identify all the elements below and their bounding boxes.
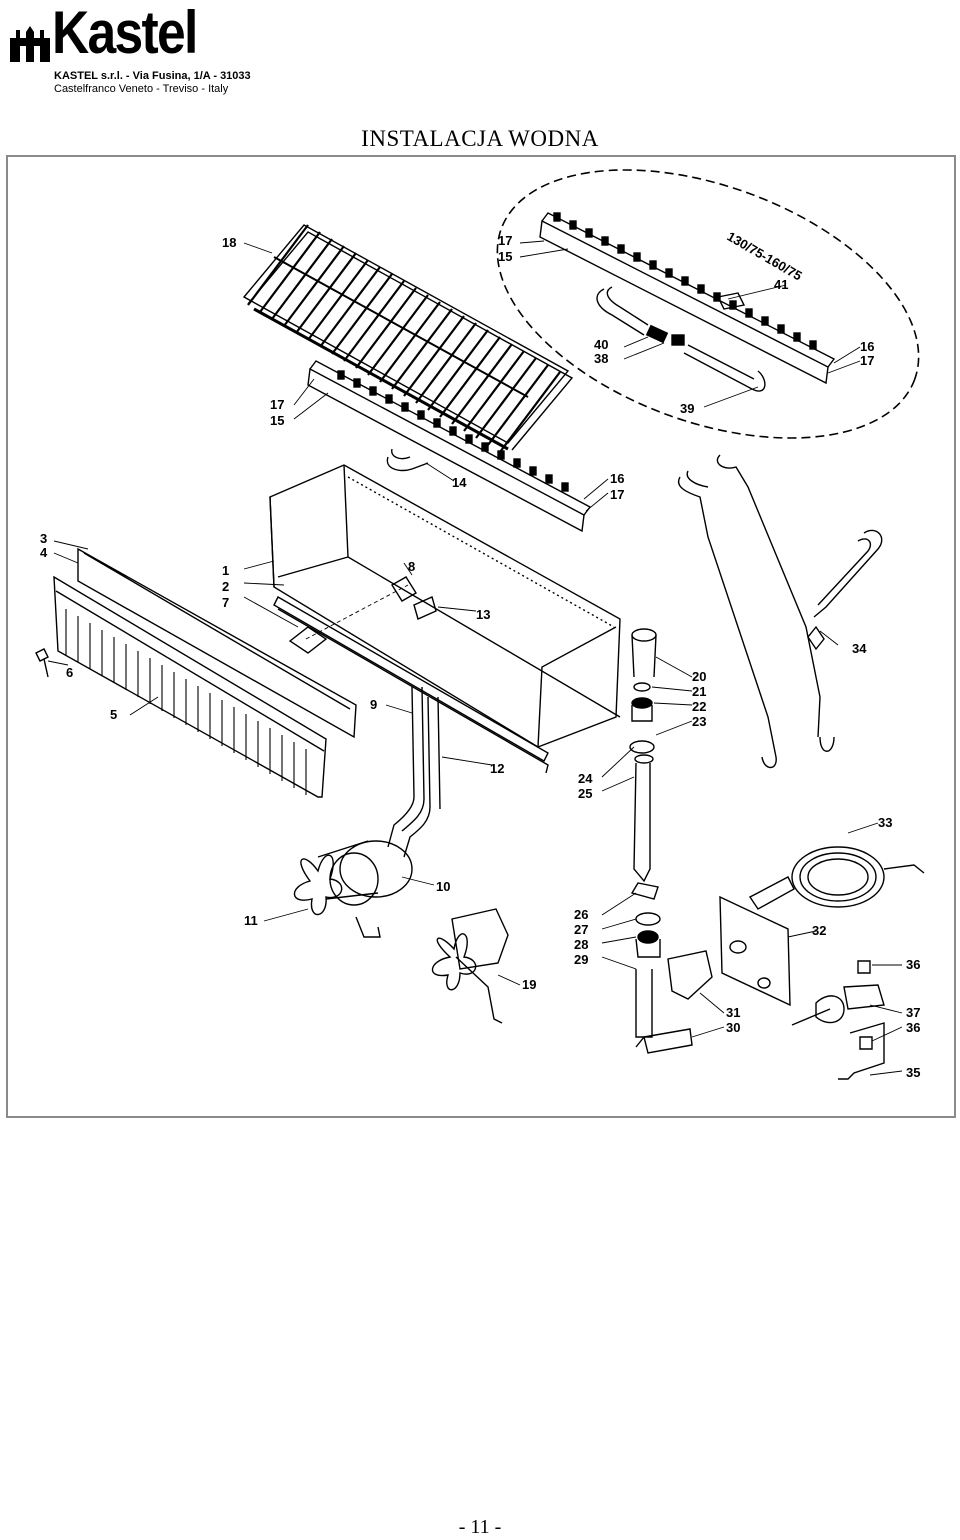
- fitting-part-36a: [857, 960, 871, 974]
- part-label-29: 29: [574, 952, 588, 967]
- part-label-17: 17: [610, 487, 624, 502]
- part-label-1: 1: [222, 563, 229, 578]
- fan-blade-part-19: [431, 933, 477, 991]
- elbow-part-14: [386, 448, 429, 472]
- screw-part-6: [35, 648, 49, 678]
- part-label-36: 36: [906, 1020, 920, 1035]
- part-label-15: 15: [498, 249, 512, 264]
- rod-part: [791, 1008, 831, 1026]
- control-panel-part-32: [719, 895, 791, 1007]
- part-label-38: 38: [594, 351, 608, 366]
- pipe-part-41: [716, 292, 746, 310]
- part-label-14: 14: [452, 475, 467, 490]
- part-label-12: 12: [490, 761, 504, 776]
- logo-wordmark: Kastel: [52, 0, 198, 66]
- page-title: INSTALACJA WODNA: [361, 126, 599, 151]
- panel-hole-2: [757, 977, 771, 989]
- part-label-34: 34: [852, 641, 867, 656]
- part-label-13: 13: [476, 607, 490, 622]
- power-cable-part-33: [791, 846, 925, 908]
- fitting-part-36b: [859, 1036, 873, 1050]
- fan-motor-part-19: [451, 908, 509, 1024]
- part-label-26: 26: [574, 907, 588, 922]
- part-label-15: 15: [270, 413, 284, 428]
- part-label-10: 10: [436, 879, 450, 894]
- part-label-20: 20: [692, 669, 706, 684]
- part-label-18: 18: [222, 235, 236, 250]
- manifold-upper-part-15: [539, 212, 836, 385]
- hose-part-34-left: [677, 454, 821, 769]
- manifold-lower-part-15: [307, 360, 592, 533]
- part-label-23: 23: [692, 714, 706, 729]
- part-label-3: 3: [40, 531, 47, 546]
- fitting-part-8: [391, 576, 437, 620]
- fitting-part-30: [635, 1028, 693, 1054]
- part-label-33: 33: [878, 815, 892, 830]
- part-label-17: 17: [860, 353, 874, 368]
- part-label-25: 25: [578, 786, 592, 801]
- option-group-ellipse: [496, 169, 920, 439]
- variant-label: 130/75-160/75: [725, 229, 805, 284]
- bracket-part-35: [838, 1022, 885, 1080]
- company-line: KASTEL s.r.l. - Via Fusina, 1/A - 31033: [54, 70, 251, 82]
- part-label-5: 5: [110, 707, 117, 722]
- drain-pipe-part-9: [387, 686, 425, 848]
- valve-part-37: [843, 984, 885, 1010]
- hose-part-34-right: [813, 529, 883, 618]
- pipe-part-39: [596, 286, 766, 392]
- part-label-28: 28: [574, 937, 588, 952]
- part-label-36: 36: [906, 957, 920, 972]
- part-label-8: 8: [408, 559, 415, 574]
- grille-part-18: [242, 224, 574, 453]
- fittings-part-26-29: [630, 882, 661, 1038]
- part-label-32: 32: [812, 923, 826, 938]
- part-label-19: 19: [522, 977, 536, 992]
- part-label-16: 16: [610, 471, 624, 486]
- burner-part-7: [288, 626, 328, 654]
- diagram-frame: [6, 155, 956, 1118]
- part-label-41: 41: [774, 277, 788, 292]
- leader-lines: [47, 240, 903, 1076]
- hose-tip: [807, 625, 825, 651]
- part-label-21: 21: [692, 684, 706, 699]
- part-label-17: 17: [498, 233, 512, 248]
- part-label-17: 17: [270, 397, 284, 412]
- part-label-16: 16: [860, 339, 874, 354]
- kastel-logo: Kastel KASTEL s.r.l. - Via Fusina, 1/A -…: [4, 0, 251, 96]
- pump-motor-part-10: [317, 840, 413, 938]
- solenoid-valve-part-31: [667, 950, 713, 1000]
- leader-line: [305, 584, 409, 640]
- tray-body-part-1: [269, 464, 621, 774]
- part-label-6: 6: [66, 665, 73, 680]
- front-strip-part-3: [77, 547, 357, 739]
- part-label-11: 11: [244, 913, 258, 928]
- panel-hole-1: [729, 940, 747, 954]
- part-label-30: 30: [726, 1020, 740, 1035]
- louvered-panel-part-5: [53, 575, 327, 798]
- address-line: Castelfranco Veneto - Treviso - Italy: [54, 83, 229, 95]
- pipe-part-25: [633, 762, 651, 883]
- part-label-27: 27: [574, 922, 588, 937]
- part-label-35: 35: [906, 1065, 920, 1080]
- hose-end: [819, 736, 835, 752]
- part-label-40: 40: [594, 337, 608, 352]
- fan-blade-part-11: [293, 854, 343, 916]
- exploded-parts-diagram: 130/75-160/75 18 17 15 41 40 38 39 16 17…: [35, 169, 925, 1080]
- part-label-7: 7: [222, 595, 229, 610]
- connector-part-32: [748, 876, 795, 910]
- drain-pipe-part-12: [403, 696, 441, 858]
- part-label-39: 39: [680, 401, 694, 416]
- valve-stack-part-20: [629, 628, 657, 764]
- part-label-37: 37: [906, 1005, 920, 1020]
- part-label-4: 4: [40, 545, 48, 560]
- coupling-part-40: [645, 324, 685, 346]
- part-label-24: 24: [578, 771, 593, 786]
- part-label-9: 9: [370, 697, 377, 712]
- page-number: - 11 -: [458, 1516, 502, 1538]
- kastel-emblem-icon: [10, 26, 50, 62]
- knob-part-37: [815, 995, 845, 1024]
- part-label-2: 2: [222, 579, 229, 594]
- part-label-22: 22: [692, 699, 706, 714]
- part-label-31: 31: [726, 1005, 740, 1020]
